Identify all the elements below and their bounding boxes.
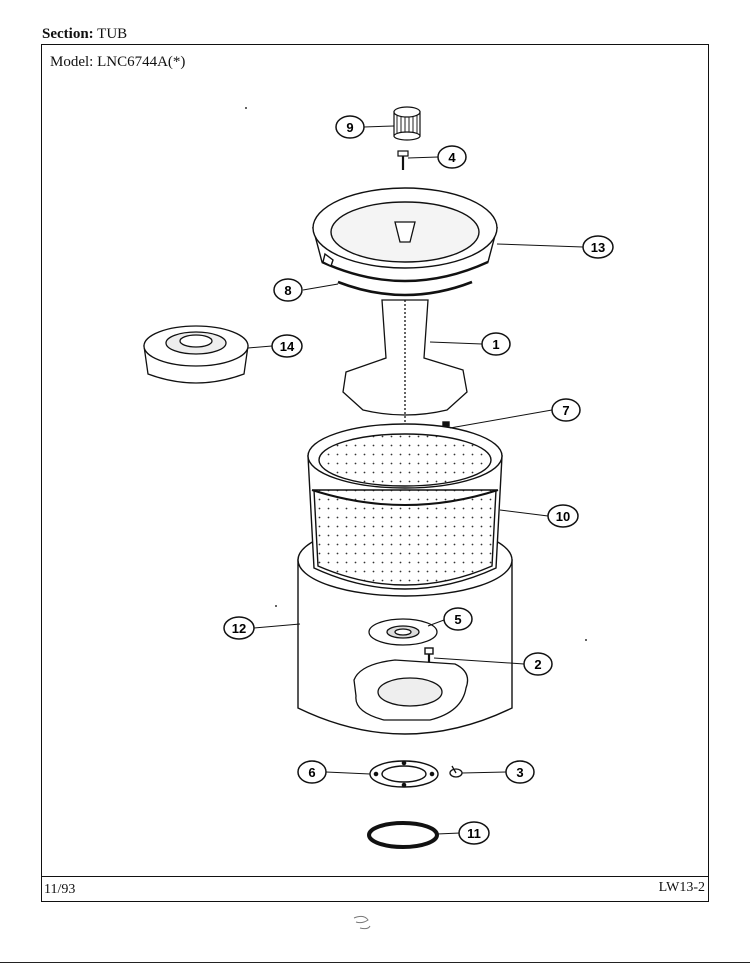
svg-text:1: 1 [492,337,499,352]
callout-4: 4 [437,145,467,169]
page-bottom-rule [0,962,750,963]
part-agitator [342,221,468,430]
callout-6: 6 [297,760,327,784]
svg-text:14: 14 [280,339,295,354]
callout-1: 1 [481,332,511,356]
callout-5: 5 [443,607,473,631]
svg-text:9: 9 [346,120,353,135]
callout-8: 8 [273,278,303,302]
part-agitator-cap [393,106,421,141]
part-dispenser [143,325,249,384]
leader-lines [247,125,584,835]
callout-12: 12 [223,616,255,640]
svg-text:2: 2 [534,657,541,672]
callout-7: 7 [551,398,581,422]
model-title: Model: LNC6744A(*) [50,54,185,71]
section-label: Section: [42,26,94,42]
section-title: Section: TUB [42,26,127,43]
svg-text:10: 10 [556,509,570,524]
part-cap-screw [397,150,409,170]
svg-text:13: 13 [591,240,605,255]
part-ring-seal [337,280,473,297]
part-tub-seal [368,618,438,646]
diagram-frame [41,44,709,902]
callout-9: 9 [335,115,365,139]
model-label: Model: [50,54,94,70]
scan-specks [245,107,587,930]
svg-text:6: 6 [308,765,315,780]
part-band [367,821,439,849]
callout-14: 14 [271,334,303,358]
footer-divider [41,876,709,877]
svg-text:3: 3 [516,765,523,780]
callout-13: 13 [582,235,614,259]
part-small-nut [449,765,463,778]
svg-text:8: 8 [284,283,291,298]
svg-text:12: 12 [232,621,246,636]
callout-11: 11 [458,821,490,845]
svg-text:11: 11 [467,826,481,841]
svg-text:5: 5 [454,612,461,627]
model-value: LNC6744A(*) [97,54,186,70]
revision-date: 11/93 [44,882,76,897]
svg-text:4: 4 [448,150,456,165]
callout-10: 10 [547,504,579,528]
callout-3: 3 [505,760,535,784]
svg-text:7: 7 [562,403,569,418]
callout-2: 2 [523,652,553,676]
part-tub-gasket [369,760,439,788]
part-spin-basket [307,423,503,590]
page-code: LW13-2 [658,880,705,895]
section-value: TUB [97,26,128,42]
part-tub-boot [353,659,469,721]
